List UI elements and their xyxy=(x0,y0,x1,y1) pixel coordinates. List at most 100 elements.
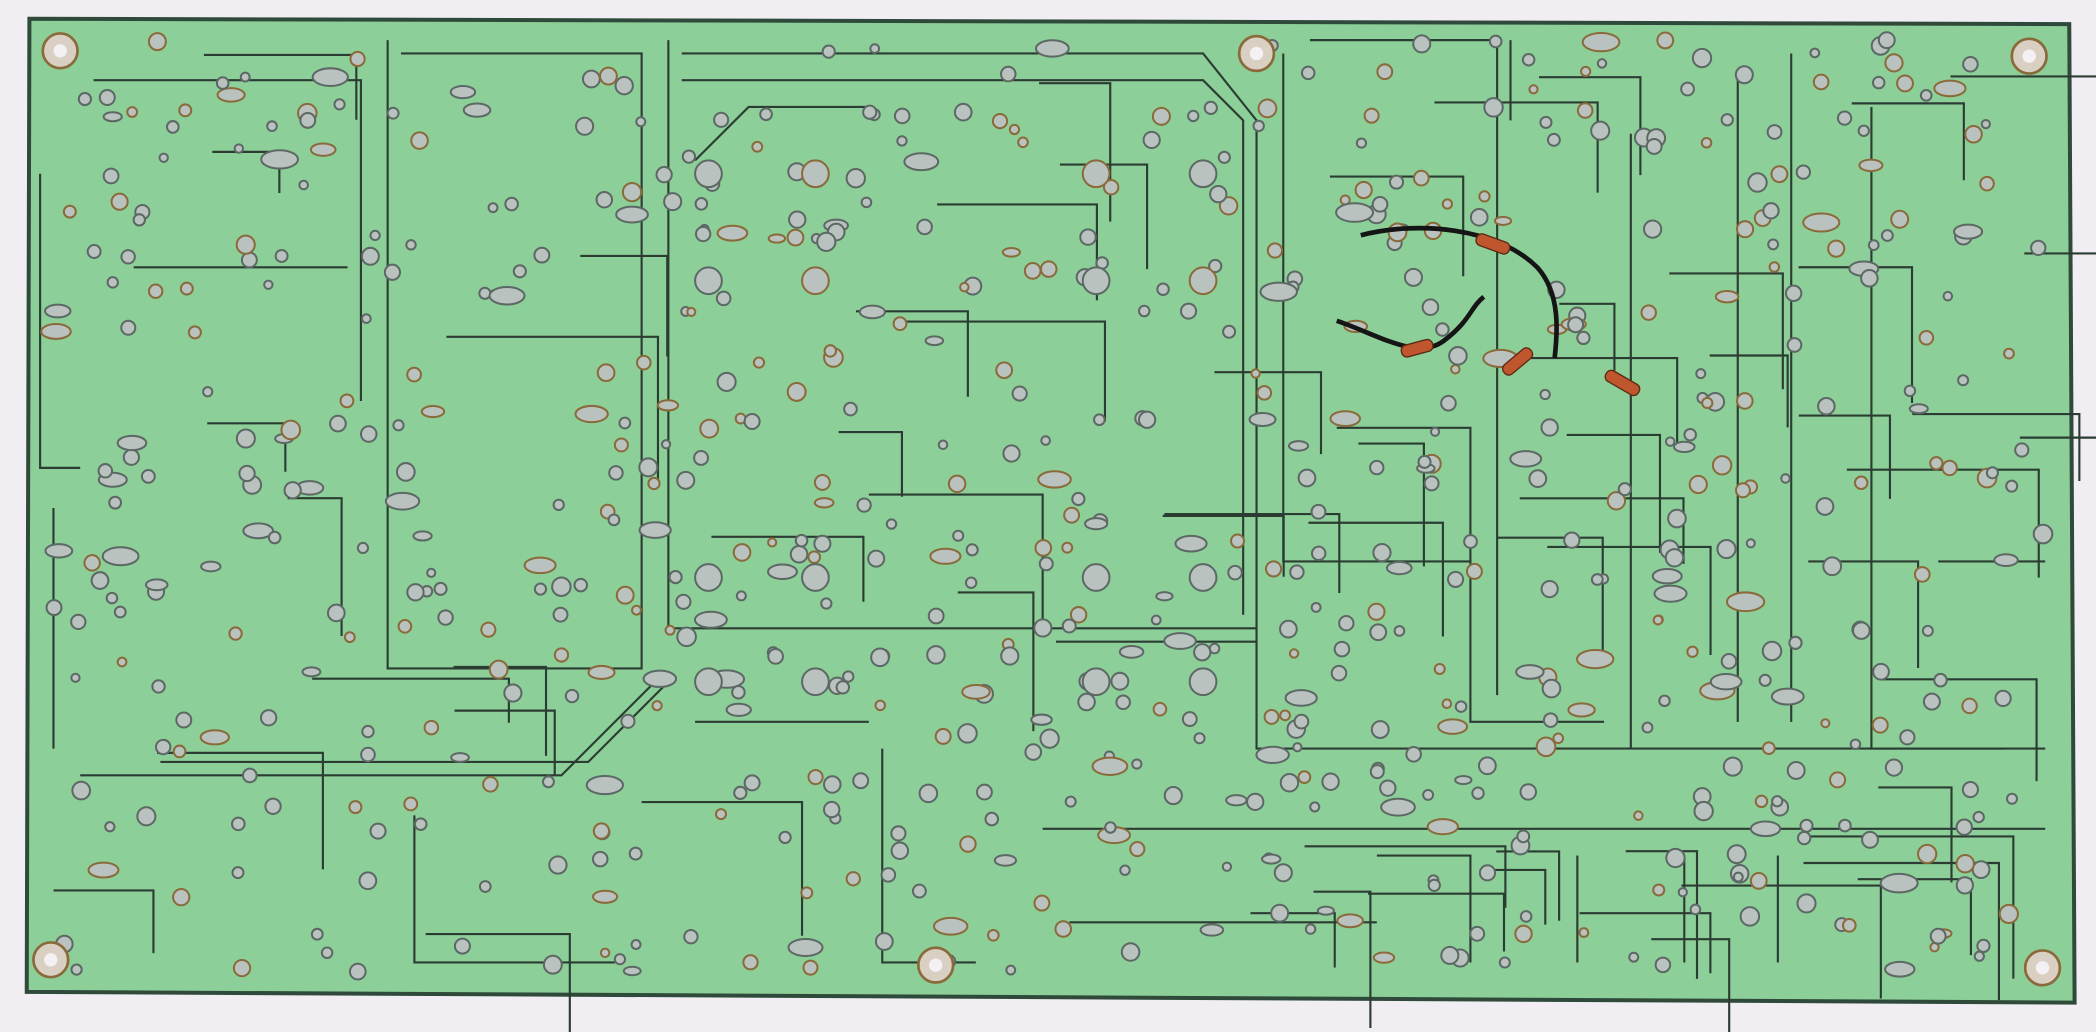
solder-pad xyxy=(1454,700,1468,713)
solder-pad xyxy=(420,404,446,419)
solder-pad xyxy=(413,817,428,831)
solder-pad xyxy=(1174,534,1208,553)
solder-pad xyxy=(1437,718,1469,735)
solder-pad xyxy=(1628,951,1640,963)
solder-pad xyxy=(596,363,616,383)
trace xyxy=(1358,442,1425,567)
mounting-holes xyxy=(32,32,2062,987)
solder-pad xyxy=(823,800,841,819)
solder-pad xyxy=(523,556,557,575)
solder-pad xyxy=(200,560,222,573)
solder-pad xyxy=(1795,164,1812,180)
solder-pad xyxy=(816,231,837,252)
solder-pad xyxy=(655,166,673,184)
solder-pad xyxy=(1248,411,1277,427)
solder-pad xyxy=(890,841,910,860)
trace xyxy=(1164,513,1341,593)
solder-pad xyxy=(1429,426,1441,437)
solder-pad xyxy=(965,543,979,557)
solder-pad xyxy=(97,463,114,479)
solder-pad xyxy=(1767,238,1780,251)
solder-pad xyxy=(329,414,347,433)
solder-pad xyxy=(1288,648,1300,659)
solder-pad xyxy=(1435,322,1450,337)
solder-pad xyxy=(1516,829,1531,844)
solder-pad xyxy=(1270,903,1290,923)
solder-pad xyxy=(1155,591,1174,602)
trace xyxy=(1625,850,1699,979)
solder-pad xyxy=(1477,756,1497,776)
solder-pad xyxy=(1542,712,1559,728)
solder-pad xyxy=(1784,284,1803,302)
solder-pad xyxy=(359,425,378,443)
solder-pad xyxy=(1427,878,1441,892)
solder-pad xyxy=(800,886,814,900)
solder-pad xyxy=(1853,475,1869,490)
solder-pad xyxy=(120,319,137,336)
solder-pad xyxy=(1762,202,1780,220)
trace xyxy=(838,430,904,497)
solder-pad xyxy=(1749,872,1768,890)
solder-pad xyxy=(326,603,346,623)
solder-pad xyxy=(1836,110,1853,126)
trace xyxy=(1507,356,1679,444)
solder-pad xyxy=(1222,324,1237,339)
solder-pad xyxy=(1645,137,1663,155)
solder-pad xyxy=(961,683,991,700)
solder-pad xyxy=(1761,640,1783,662)
solder-pad xyxy=(1761,741,1776,756)
solder-pad xyxy=(615,205,649,224)
solder-pad xyxy=(1369,764,1385,780)
solder-pad xyxy=(880,867,897,883)
solder-pad xyxy=(504,196,519,212)
solder-pad xyxy=(630,939,642,950)
solder-pad xyxy=(1230,533,1246,549)
trace xyxy=(868,493,1044,629)
solder-pad xyxy=(742,954,759,971)
solder-pad xyxy=(599,947,611,959)
solder-pad xyxy=(786,381,807,402)
solder-pad xyxy=(651,700,663,712)
solder-pad xyxy=(259,709,278,727)
solder-pad xyxy=(599,66,618,86)
solder-pad xyxy=(1354,180,1373,200)
solder-pad xyxy=(957,723,978,744)
solder-pad xyxy=(1642,219,1663,239)
solder-pad xyxy=(1827,239,1846,258)
solder-pad xyxy=(767,648,784,665)
trace xyxy=(1485,868,1547,925)
solder-pad xyxy=(1796,893,1817,914)
solder-pad xyxy=(856,497,872,513)
solder-pad xyxy=(1734,65,1754,85)
solder-pad xyxy=(360,746,376,763)
solder-pad xyxy=(1929,927,1947,945)
resistor xyxy=(1604,369,1641,397)
solder-pad xyxy=(1879,872,1919,894)
solder-pad xyxy=(1142,130,1161,150)
trace xyxy=(1851,102,1965,181)
solder-pad xyxy=(1163,785,1183,806)
solder-pad xyxy=(1955,818,1973,836)
solder-pad xyxy=(991,112,1009,130)
solder-pad xyxy=(1448,346,1468,366)
solder-pad xyxy=(233,143,245,154)
trace xyxy=(1313,890,1372,1029)
solder-pad xyxy=(716,371,737,392)
solder-pad xyxy=(845,871,861,887)
solder-pad xyxy=(412,530,433,542)
solder-pad xyxy=(807,550,822,565)
solder-pad xyxy=(1478,190,1491,203)
solder-pad xyxy=(694,159,723,189)
solder-pad xyxy=(232,958,252,978)
solder-pad xyxy=(732,543,752,562)
solder-pad xyxy=(44,303,72,319)
solder-pad xyxy=(716,224,749,242)
solder-pad xyxy=(1979,175,1995,192)
solder-pad xyxy=(1218,196,1239,216)
trace xyxy=(2019,436,2096,439)
trace xyxy=(1808,560,1920,668)
solder-pad xyxy=(892,316,908,332)
solder-pad xyxy=(1287,440,1310,452)
solder-pad xyxy=(743,774,761,792)
